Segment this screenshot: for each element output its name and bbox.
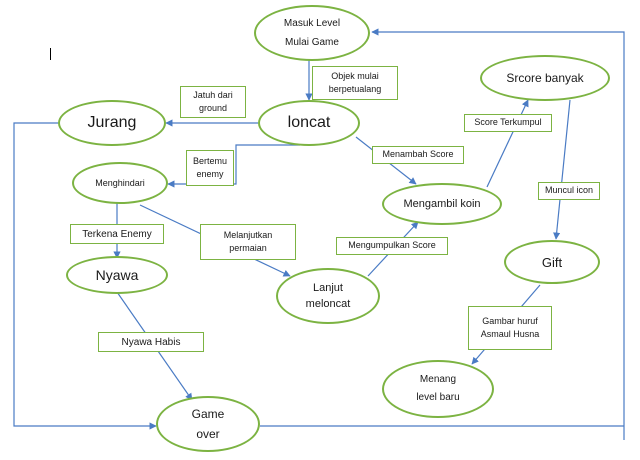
label-muncul-icon: Muncul icon bbox=[538, 182, 600, 200]
node-nyawa-label: Nyawa bbox=[95, 267, 139, 283]
label-muncul-text: Muncul icon bbox=[544, 185, 594, 196]
node-lanjut-line2: meloncat bbox=[305, 298, 351, 310]
label-objek-line2: berpetualang bbox=[328, 84, 382, 94]
node-menghindari-label: Menghindari bbox=[95, 178, 145, 188]
label-jatuh-line2: ground bbox=[198, 103, 228, 113]
label-bertemu-line1: Bertemu bbox=[192, 155, 227, 166]
label-terkumpul-text: Score Terkumpul bbox=[474, 117, 542, 128]
arrow-score-to-gift bbox=[553, 99, 571, 240]
label-objek-line1: Objek mulai bbox=[331, 70, 379, 81]
label-gambar-line1: Gambar huruf bbox=[482, 315, 538, 326]
node-loncat-label: loncat bbox=[287, 114, 331, 131]
node-menghindari: Menghindari bbox=[72, 162, 168, 204]
arrow-jurang-to-gameover bbox=[13, 122, 157, 430]
node-menang-line1: Menang bbox=[419, 374, 457, 385]
label-score-terkumpul: Score Terkumpul bbox=[464, 114, 552, 132]
label-melanjutkan-line2: permaian bbox=[229, 243, 267, 253]
label-terkena-text: Terkena Enemy bbox=[82, 228, 152, 240]
label-menambah-text: Menambah Score bbox=[382, 149, 454, 160]
node-masuk-line1: Masuk Level bbox=[283, 18, 341, 29]
arrow-loop-to-start bbox=[371, 28, 625, 440]
node-nyawa: Nyawa bbox=[66, 256, 168, 294]
label-bertemu-enemy: Bertemu enemy bbox=[186, 150, 234, 186]
node-jurang-label: Jurang bbox=[87, 114, 137, 131]
label-jatuh-line1: Jatuh dari bbox=[193, 89, 233, 100]
node-menang-line2: level baru bbox=[416, 392, 460, 403]
label-nyawa-habis-text: Nyawa Habis bbox=[121, 336, 181, 348]
label-melanjutkan-permaian: Melanjutkan permaian bbox=[200, 224, 296, 260]
node-masuk-line2: Mulai Game bbox=[285, 37, 339, 48]
label-bertemu-line2: enemy bbox=[196, 169, 224, 179]
label-mengumpulkan-text: Mengumpulkan Score bbox=[348, 240, 436, 251]
label-melanjutkan-line1: Melanjutkan bbox=[223, 229, 273, 240]
text-cursor bbox=[50, 48, 51, 60]
node-game-over-line2: over bbox=[196, 427, 220, 441]
node-score-banyak-label: Srcore banyak bbox=[506, 71, 584, 85]
node-lanjut-line1: Lanjut bbox=[313, 281, 343, 294]
node-mengambil-koin: Mengambil koin bbox=[382, 183, 502, 225]
label-nyawa-habis: Nyawa Habis bbox=[98, 332, 204, 352]
label-mengumpulkan-score: Mengumpulkan Score bbox=[336, 237, 448, 255]
node-score-banyak: Srcore banyak bbox=[480, 55, 610, 101]
label-terkena-enemy: Terkena Enemy bbox=[70, 224, 164, 244]
node-lanjut-meloncat: Lanjut meloncat bbox=[276, 268, 380, 324]
label-gambar-line2: Asmaul Husna bbox=[480, 329, 540, 339]
node-game-over: Game over bbox=[156, 396, 260, 452]
node-gift: Gift bbox=[504, 240, 600, 284]
label-jatuh-dari-ground: Jatuh dari ground bbox=[180, 86, 246, 118]
node-jurang: Jurang bbox=[58, 100, 166, 146]
node-gift-label: Gift bbox=[541, 254, 563, 270]
label-objek-mulai: Objek mulai berpetualang bbox=[312, 66, 398, 100]
node-menang-level-baru: Menang level baru bbox=[382, 360, 494, 418]
label-menambah-score: Menambah Score bbox=[372, 146, 464, 164]
node-game-over-line1: Game bbox=[191, 406, 225, 421]
node-loncat: loncat bbox=[258, 100, 360, 146]
node-mengambil-koin-label: Mengambil koin bbox=[403, 198, 481, 210]
